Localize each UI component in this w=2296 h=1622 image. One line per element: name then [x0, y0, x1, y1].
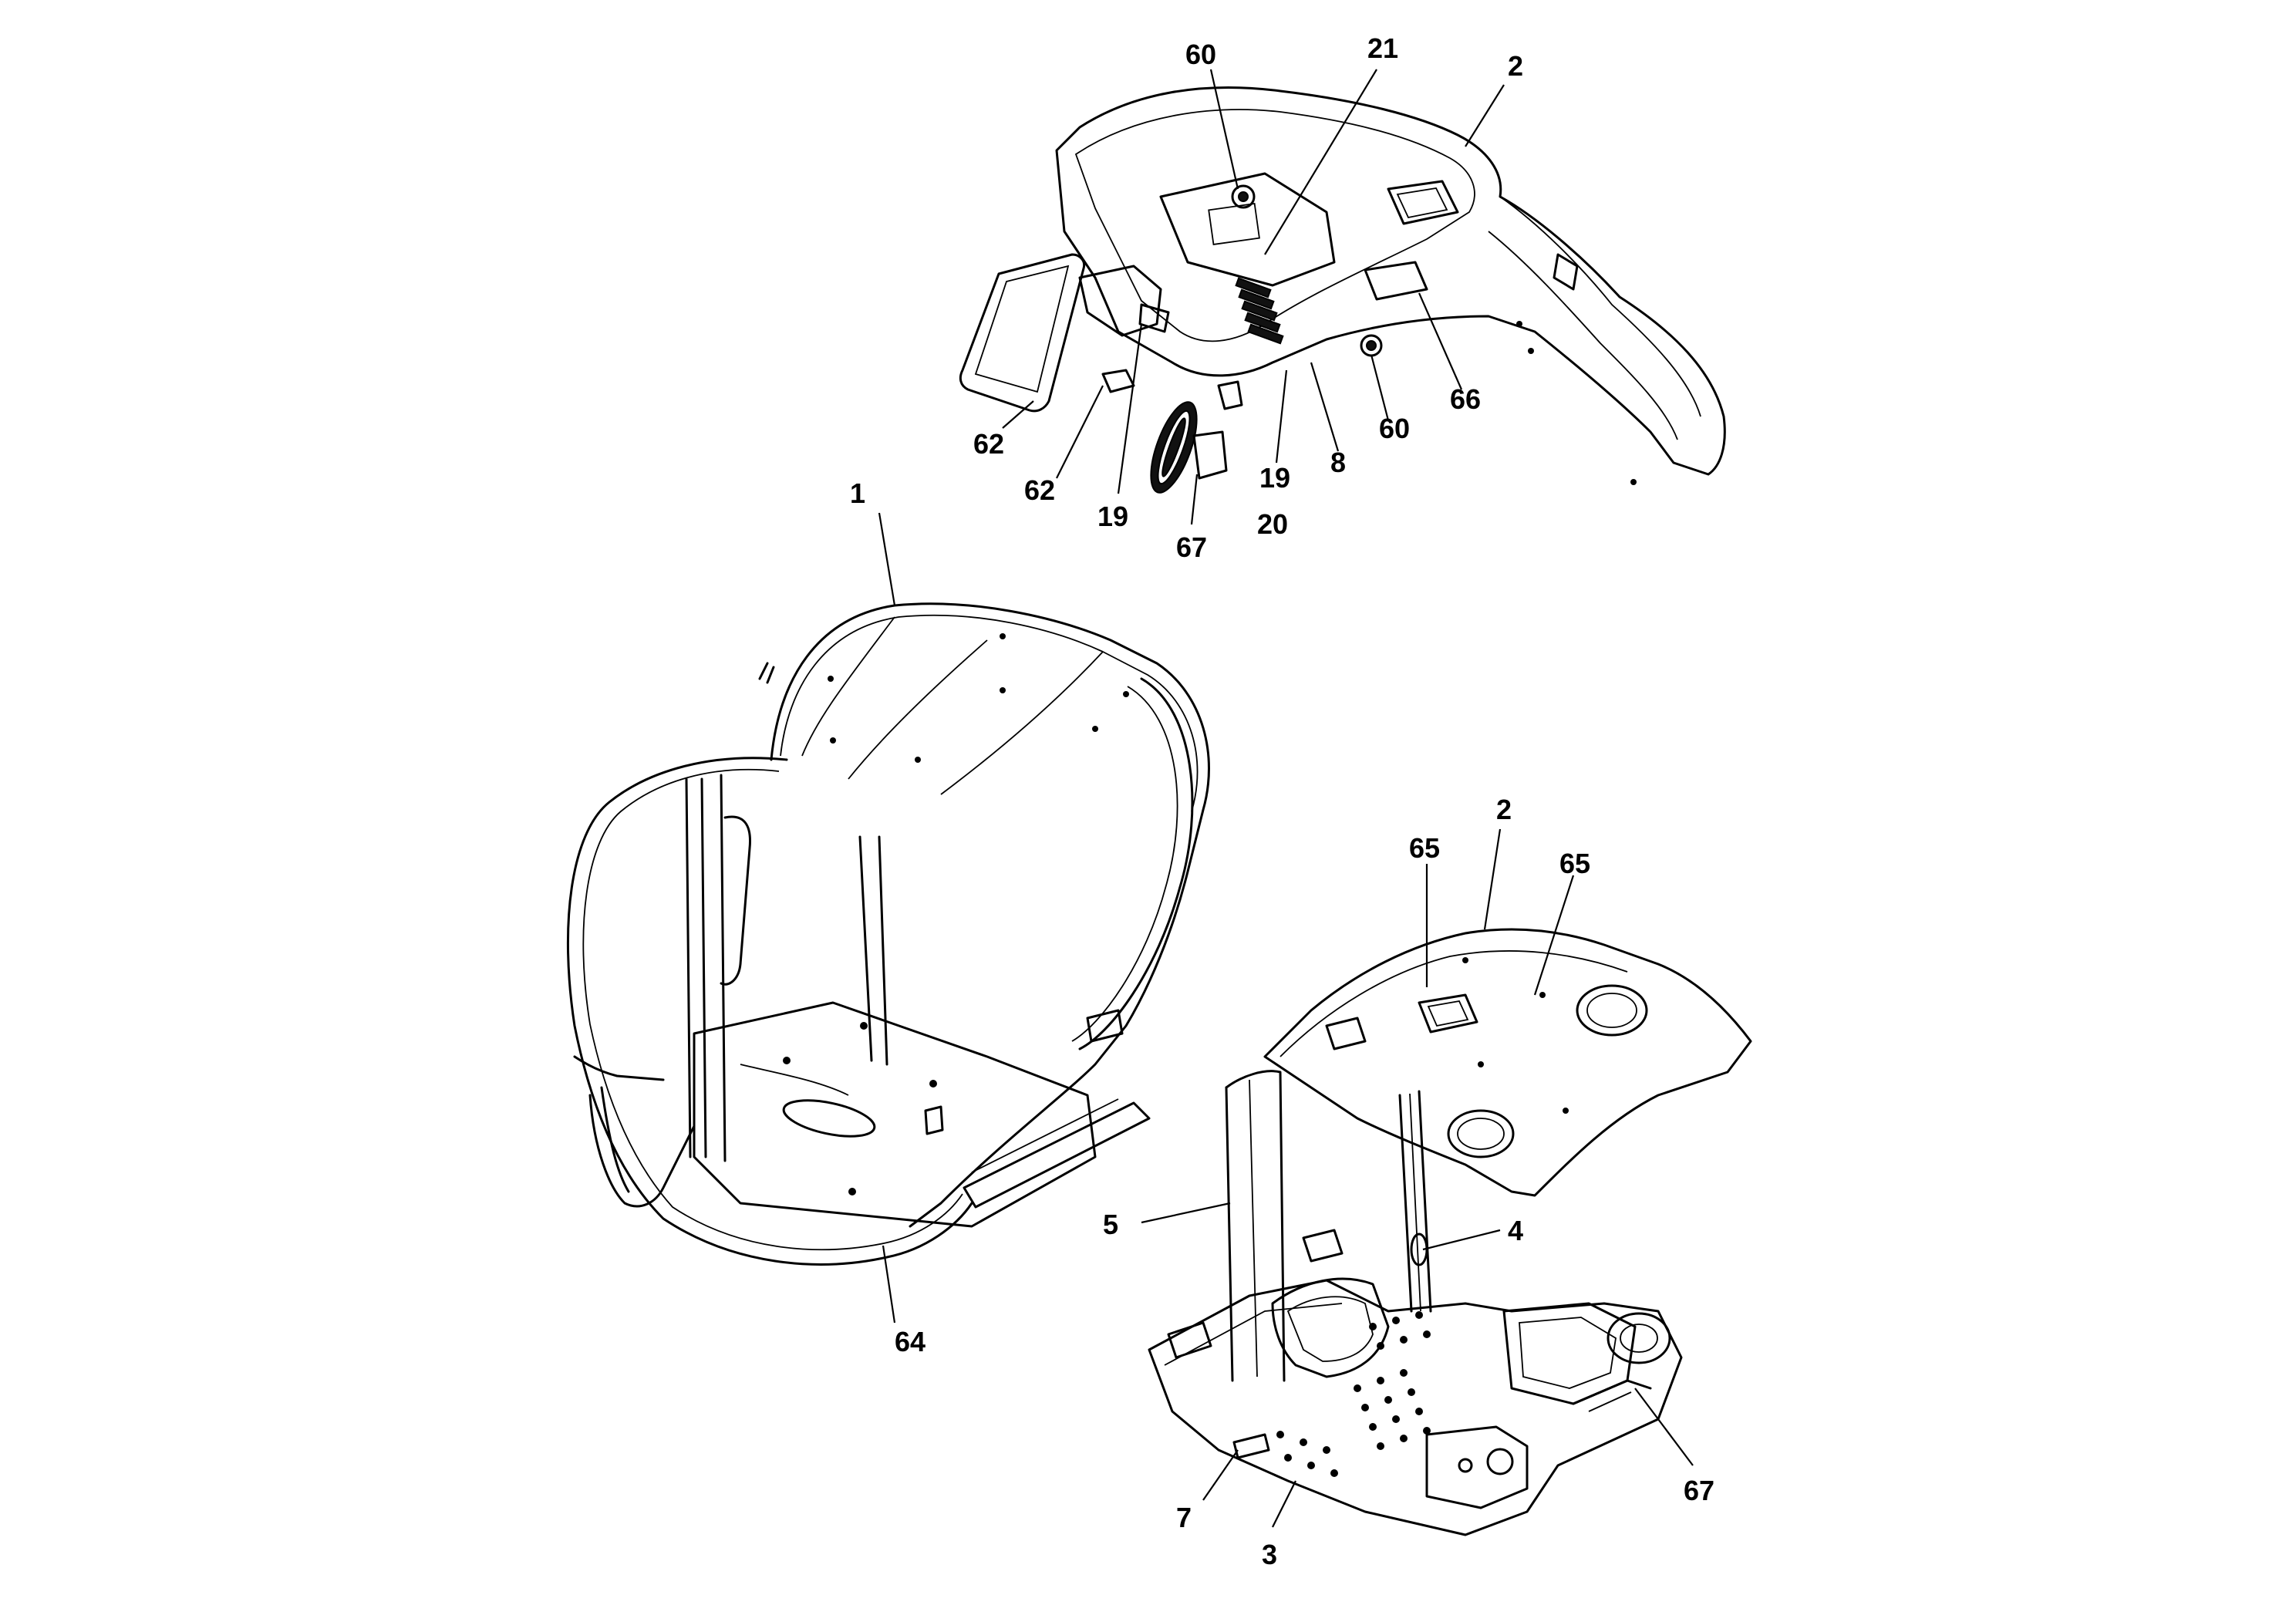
- callout-62-b: 62: [1024, 474, 1055, 506]
- callout-4: 4: [1508, 1215, 1523, 1246]
- callout-2-top: 2: [1508, 50, 1523, 82]
- callout-60-top: 60: [1185, 39, 1216, 70]
- callout-20: 20: [1257, 508, 1288, 540]
- cab-frame: [566, 602, 1210, 1266]
- callout-3: 3: [1262, 1539, 1277, 1570]
- callout-64: 64: [895, 1326, 925, 1357]
- callout-7: 7: [1176, 1502, 1192, 1533]
- leader-lines: [878, 69, 1694, 1528]
- pillars-lower: [1225, 1070, 1432, 1382]
- roof-liner-lower: [1263, 928, 1752, 1197]
- roof-headliner-assembly-top: [1055, 86, 1726, 485]
- callout-65-b: 65: [1559, 848, 1590, 879]
- callout-1: 1: [850, 477, 865, 509]
- callout-60-b: 60: [1379, 413, 1410, 444]
- callout-19-a: 19: [1097, 501, 1128, 532]
- callout-67-top: 67: [1176, 531, 1207, 563]
- callout-5: 5: [1103, 1209, 1118, 1240]
- floor-grid-holes: [1276, 1311, 1431, 1477]
- callout-19-b: 19: [1259, 462, 1290, 494]
- callout-2-b: 2: [1496, 794, 1512, 825]
- callout-labels: 60 21 2 62 62 19 67 20 19 8 60 66 1 64 2…: [850, 32, 1714, 1570]
- vent-grille: [1235, 277, 1284, 345]
- callout-65-a: 65: [1409, 832, 1440, 864]
- callout-67-b: 67: [1684, 1475, 1714, 1506]
- floor-plate: [1148, 1229, 1683, 1536]
- callout-8: 8: [1330, 447, 1346, 478]
- callout-21: 21: [1367, 32, 1398, 64]
- callout-66: 66: [1450, 383, 1481, 415]
- cooling-fan-top: [1150, 380, 1243, 494]
- callout-62-a: 62: [973, 428, 1004, 460]
- sun-visor: [959, 253, 1170, 413]
